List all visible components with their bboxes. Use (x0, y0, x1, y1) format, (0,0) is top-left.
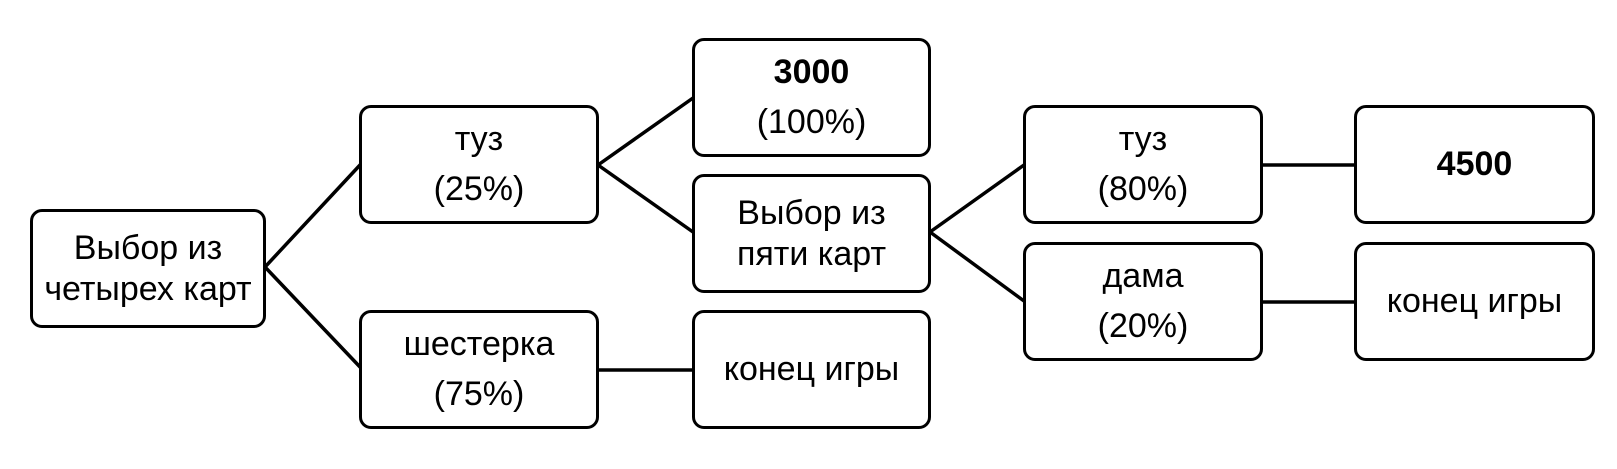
edge-choice5-queen (928, 230, 1026, 303)
node-end-of-game-2: конец игры (1354, 242, 1595, 361)
edge-ace1-choice5 (596, 163, 695, 234)
node-end1-label: конец игры (723, 349, 900, 388)
edge-root-ace1 (263, 163, 362, 269)
node-queen-probability: (20%) (1097, 306, 1189, 345)
node-prize3000-amount: 3000 (773, 53, 850, 92)
node-end2-label: конец игры (1386, 281, 1563, 320)
edge-root-six (263, 265, 362, 369)
node-ace1-label: туз (454, 120, 504, 159)
node-choice-of-five: Выбор из пяти карт (692, 174, 931, 293)
node-prize4500-amount: 4500 (1436, 144, 1513, 183)
node-six-label: шестерка (403, 325, 555, 364)
node-prize-3000: 3000 (100%) (692, 38, 931, 157)
node-root-line1: Выбор из (73, 228, 223, 267)
node-ace2-label: туз (1118, 120, 1168, 159)
node-ace-25: туз (25%) (359, 105, 599, 224)
node-ace1-probability: (25%) (433, 169, 525, 208)
node-end-of-game-1: конец игры (692, 310, 931, 429)
node-prize-4500: 4500 (1354, 105, 1595, 224)
edge-choice5-ace2 (928, 163, 1026, 234)
node-choice5-line1: Выбор из (737, 193, 886, 232)
node-root-line2: четырех карт (44, 269, 252, 308)
node-six-75: шестерка (75%) (359, 310, 599, 429)
node-queen-20: дама (20%) (1023, 242, 1263, 361)
edge-ace1-prize3000 (596, 96, 695, 167)
node-prize3000-probability: (100%) (756, 102, 867, 141)
node-queen-label: дама (1102, 257, 1184, 296)
node-root-choice-of-four: Выбор из четырех карт (30, 209, 266, 328)
node-ace2-probability: (80%) (1097, 169, 1189, 208)
node-choice5-line2: пяти карт (736, 234, 887, 273)
node-six-probability: (75%) (433, 374, 525, 413)
node-ace-80: туз (80%) (1023, 105, 1263, 224)
